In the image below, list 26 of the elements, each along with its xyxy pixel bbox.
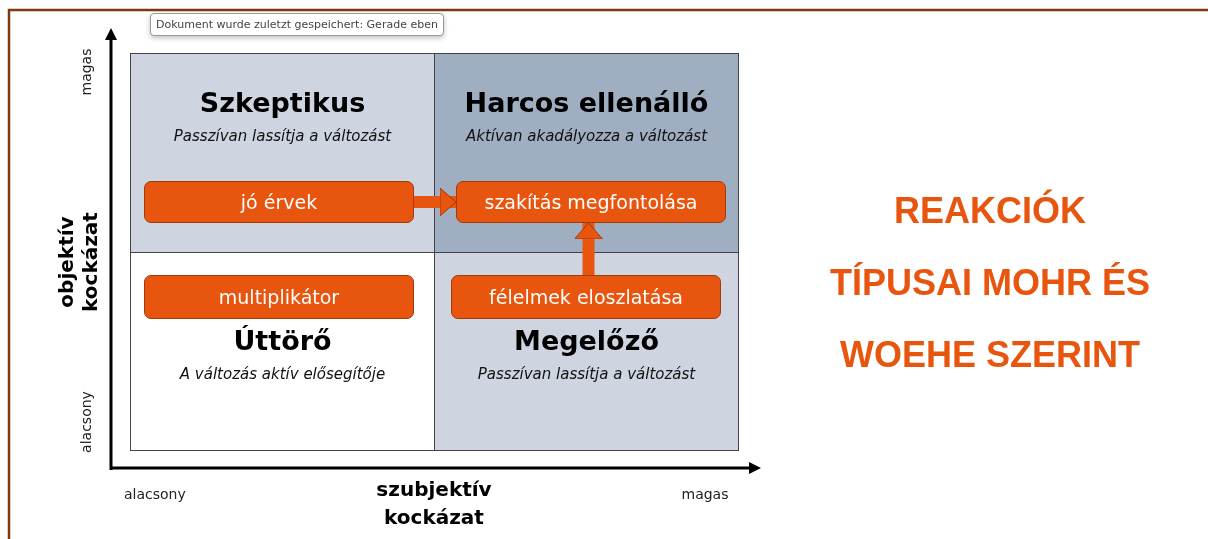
block-arrow <box>574 222 603 275</box>
block-arrow <box>414 187 457 217</box>
quadrant-subtitle: Passzívan lassítja a változást <box>172 127 393 145</box>
quadrant-title: Szkeptikus <box>198 87 367 118</box>
quadrant-title: Megelőző <box>513 325 660 356</box>
axis-tick-label: alacsony <box>77 391 94 453</box>
strategy-box: szakítás megfontolása <box>456 181 726 223</box>
axis-title: objektív kockázat <box>54 212 102 312</box>
quadrant-title: Úttörő <box>232 325 333 356</box>
quadrant-subtitle: Aktívan akadályozza a változást <box>464 127 709 145</box>
quadrant <box>130 252 435 451</box>
quadrant-subtitle: A változás aktív elősegítője <box>178 365 387 383</box>
axis-title: szubjektív kockázat <box>375 476 493 531</box>
strategy-box: jó érvek <box>144 181 414 223</box>
quadrant <box>434 53 739 253</box>
quadrant-subtitle: Passzívan lassítja a változást <box>476 365 697 383</box>
strategy-box: multiplikátor <box>144 275 414 319</box>
axis-tick-label: magas <box>78 48 94 96</box>
quadrant <box>130 53 435 253</box>
quadrant <box>434 252 739 451</box>
strategy-box: félelmek eloszlatása <box>451 275 721 319</box>
axis-tick-label: magas <box>681 486 729 502</box>
quadrant-title: Harcos ellenálló <box>463 87 710 118</box>
tooltip: Dokument wurde zuletzt gespeichert: Gerade eben <box>150 13 444 36</box>
title: REAKCIÓK TÍPUSAI MOHR ÉS WOEHE SZERINT <box>829 188 1151 377</box>
axis-tick-label: alacsony <box>124 486 186 502</box>
